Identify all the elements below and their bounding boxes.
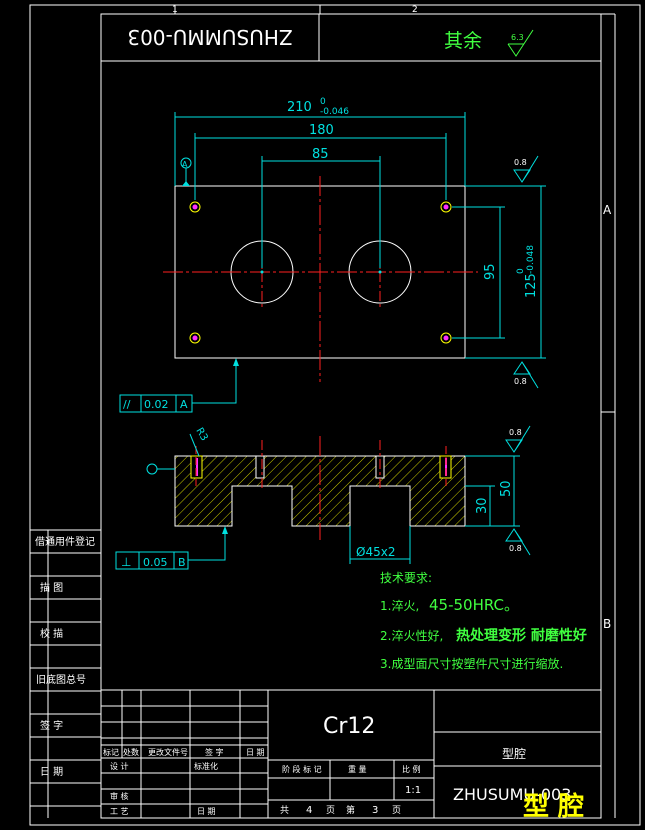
tech-req-2-text: 热处理变形 耐磨性好 bbox=[456, 627, 587, 644]
tb-design: 设 计 bbox=[110, 761, 129, 771]
bore-right-center bbox=[378, 270, 382, 274]
tb-scale-label: 比 例 bbox=[402, 764, 421, 774]
dim-210-tol-upper: 0 bbox=[320, 97, 326, 107]
left-col-label-2: 描 图 bbox=[40, 581, 63, 594]
tb-part-name: 型腔 bbox=[502, 746, 526, 761]
perpendicularity-symbol: ⊥ bbox=[121, 555, 131, 569]
rough-section-bottom: 0.8 bbox=[509, 544, 522, 553]
tb-header-date: 日 期 bbox=[246, 748, 265, 757]
dim-85: 85 bbox=[312, 147, 329, 162]
tech-req-1-text: 45-50HRC。 bbox=[429, 596, 519, 614]
roughness-symbol-icon bbox=[507, 29, 534, 57]
zone-label-b: B bbox=[603, 617, 611, 631]
datum-a-label: A bbox=[182, 160, 188, 169]
screw-hole-tl bbox=[189, 201, 201, 213]
tb-weight: 重 量 bbox=[348, 764, 367, 774]
left-col-label-5: 签 字 bbox=[40, 719, 63, 732]
screw-hole-tr bbox=[440, 201, 452, 213]
tech-req-3-prefix: 3.成型面尺寸按塑件尺寸进行缩放. bbox=[380, 656, 563, 671]
tb-process: 工 艺 bbox=[110, 807, 129, 816]
sheet-inner-border bbox=[100, 13, 602, 819]
datum-a-triangle bbox=[182, 181, 190, 186]
section-hole-left bbox=[255, 455, 265, 479]
left-col-label-3: 校 描 bbox=[40, 627, 63, 640]
dim-125: 125 bbox=[524, 273, 539, 298]
tech-req-2-prefix: 2.淬火性好, bbox=[380, 628, 443, 643]
tech-req-title: 技术要求: bbox=[380, 571, 432, 585]
parallelism-value: 0.02 bbox=[144, 398, 169, 411]
roughness-value: 6.3 bbox=[511, 33, 524, 42]
left-column-table bbox=[30, 529, 101, 818]
tech-req-1-prefix: 1.淬火, bbox=[380, 598, 419, 613]
tb-header-count: 处数 bbox=[123, 747, 139, 757]
tb-sheet-total: 4 bbox=[306, 805, 312, 816]
tb-sheet-no: 3 bbox=[372, 805, 378, 816]
zone-label-2: 2 bbox=[412, 5, 418, 15]
dim-210: 210 bbox=[287, 100, 312, 115]
perpendicularity-arrow bbox=[222, 526, 228, 534]
zone-label-1: 1 bbox=[172, 5, 178, 15]
perpendicularity-leader bbox=[188, 530, 226, 561]
roughness-section-bottom-icon bbox=[505, 528, 531, 556]
tb-stage: 阶 段 标 记 bbox=[282, 764, 322, 774]
dim-30: 30 bbox=[475, 497, 490, 514]
tb-review: 审 核 bbox=[110, 791, 129, 801]
dim-210-tol-lower: -0.046 bbox=[320, 107, 349, 117]
perpendicularity-datum: B bbox=[178, 556, 186, 569]
datum-b-circle bbox=[146, 463, 158, 475]
title-block-grid bbox=[101, 689, 601, 818]
roughness-top-icon bbox=[513, 155, 539, 183]
sheet-outer-border bbox=[29, 4, 641, 826]
roughness-bottom-icon bbox=[513, 361, 539, 389]
stamp-part-name: 型 腔 bbox=[523, 792, 584, 822]
dim-bore-dia: Ø45x2 bbox=[356, 545, 395, 559]
rough-bottom-right: 0.8 bbox=[514, 377, 527, 386]
perpendicularity-value: 0.05 bbox=[143, 556, 168, 569]
parallelism-symbol: // bbox=[123, 398, 131, 411]
rough-top-right: 0.8 bbox=[514, 158, 527, 167]
tb-sheet-total-label: 共 bbox=[280, 805, 289, 816]
tb-sheet-page-label: 页 bbox=[326, 805, 335, 816]
drawing-number-mirrored-group: ZHUSUMMU-003 bbox=[127, 25, 292, 49]
dim-95: 95 bbox=[483, 263, 498, 280]
tb-sheet-no-label: 第 bbox=[346, 804, 355, 816]
drawing-number-mirrored: ZHUSUMMU-003 bbox=[127, 25, 292, 49]
tb-header-change: 更改文件号 bbox=[148, 747, 188, 757]
dim-50: 50 bbox=[499, 480, 514, 497]
screw-hole-bl bbox=[189, 332, 201, 344]
rough-section-top: 0.8 bbox=[509, 428, 522, 437]
dim-180: 180 bbox=[309, 123, 334, 138]
parallelism-leader bbox=[192, 362, 237, 404]
tb-scale: 1:1 bbox=[405, 785, 421, 796]
r3-leader bbox=[189, 433, 200, 457]
dim-125-tol-lower: -0.048 bbox=[526, 245, 536, 274]
screw-hole-br bbox=[440, 332, 452, 344]
dim-125-tol-upper: 0 bbox=[516, 268, 526, 274]
tb-standard: 标准化 bbox=[194, 761, 218, 771]
left-col-label-1: 借通用件登记 bbox=[35, 535, 95, 548]
parallelism-datum: A bbox=[180, 398, 188, 411]
tb-header-sign: 签 字 bbox=[205, 747, 224, 757]
tb-process-date: 日 期 bbox=[197, 807, 216, 816]
tb-header-mark: 标记 bbox=[103, 747, 119, 757]
zone-label-a: A bbox=[603, 203, 612, 217]
parallelism-arrow bbox=[233, 358, 239, 366]
tb-material: Cr12 bbox=[323, 714, 375, 739]
bore-left-center bbox=[260, 270, 264, 274]
tb-drawing-no: ZHUSUMU-003 bbox=[453, 785, 571, 804]
tb-sheet-page2-label: 页 bbox=[392, 805, 401, 816]
roughness-label: 其余 bbox=[444, 30, 482, 52]
left-col-label-4: 旧底图总号 bbox=[36, 673, 86, 686]
left-col-label-6: 日 期 bbox=[40, 766, 63, 778]
roughness-section-top-icon bbox=[505, 425, 531, 453]
r3-label: R3 bbox=[193, 426, 209, 443]
